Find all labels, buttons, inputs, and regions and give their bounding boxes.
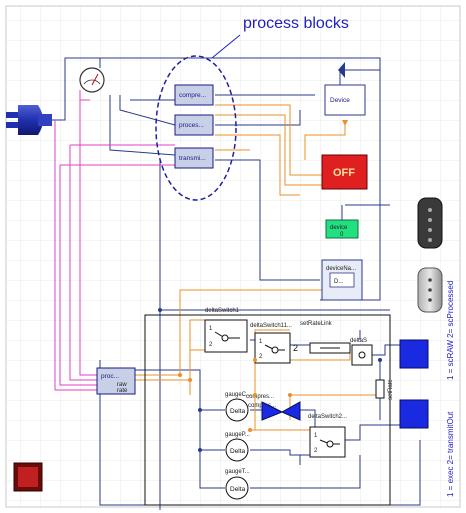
proc-block[interactable]: proc... raw rate: [96, 367, 136, 395]
compress-label-top: compres...: [246, 394, 274, 400]
proc-sub2: rate: [117, 388, 128, 394]
device-na-label: deviceNa...: [326, 266, 356, 272]
compress-block-label: compre...: [179, 92, 206, 99]
device-green-port: 0: [340, 232, 344, 238]
set-rate-link-label: setRateLink: [300, 321, 333, 327]
gauge-t-value: Delta: [230, 486, 246, 493]
output-square-2[interactable]: [399, 399, 429, 429]
output-square-1[interactable]: [399, 339, 429, 369]
side-label-top: 1 = scRAW 2= scProcessed: [446, 281, 455, 380]
delta-switch1-port2: 2: [209, 342, 213, 348]
compress-bowtie[interactable]: compres... compres...: [246, 394, 301, 421]
stop-indicator[interactable]: [13, 462, 43, 492]
proc-block-label: proc...: [101, 373, 119, 380]
off-switch-label: OFF: [333, 167, 355, 179]
delta-switch11[interactable]: deltaSwitch11... 1 2 2: [250, 323, 298, 364]
device-block[interactable]: Device: [324, 62, 366, 126]
delta-switch2-label: deltaSwitch2...: [308, 414, 347, 420]
device-na-block[interactable]: deviceNa... D...: [321, 259, 363, 301]
delta-switch2-port1: 1: [314, 433, 318, 439]
set-rate-label: setRate: [388, 379, 394, 400]
compress-block[interactable]: compre...: [174, 84, 214, 106]
gauge-p-label: gaugeP...: [225, 432, 250, 438]
device-green-block[interactable]: device 0: [325, 205, 359, 239]
wires-magenta: [54, 90, 220, 391]
delta-s-switch[interactable]: deltaS: [350, 338, 373, 366]
side-label-bottom: 1 = exec 2= transmitOut: [446, 411, 455, 497]
grid-area: [5, 5, 461, 508]
off-switch[interactable]: OFF: [321, 154, 368, 190]
process-blocks-ellipse: [155, 55, 237, 201]
gauge-t-label: gaugeT...: [225, 469, 250, 475]
delta-switch1-port1: 1: [209, 326, 213, 332]
delta-switch11-out: 2: [293, 343, 298, 353]
gauge-c-value: Delta: [230, 408, 246, 415]
set-rate-block[interactable]: setRate: [375, 379, 394, 400]
process-block[interactable]: proces...: [174, 114, 214, 136]
delta-switch11-label: deltaSwitch11...: [250, 323, 292, 329]
gauge-p-value: Delta: [230, 448, 246, 455]
delta-switch11-port1: 1: [259, 339, 263, 345]
proc-sub1: raw: [117, 382, 127, 388]
delta-switch11-port2: 2: [259, 354, 263, 360]
process-blocks-title: process blocks: [243, 15, 349, 32]
junction-dots: [178, 358, 292, 432]
delta-switch1[interactable]: deltaSwitch1 1 2: [204, 308, 248, 353]
title-pointer: [211, 34, 241, 59]
subsystem-frame: [144, 314, 391, 506]
gauge-icon[interactable]: [79, 67, 105, 93]
serial-connector-icon[interactable]: [417, 197, 443, 249]
gauge-p[interactable]: gaugeP... Delta: [225, 432, 250, 462]
plug-icon[interactable]: [6, 105, 52, 135]
gauge-c-label: gaugeC...: [225, 392, 251, 398]
delta-s-label: deltaS: [350, 338, 367, 344]
device-green-label: device: [330, 225, 348, 231]
set-rate-link[interactable]: setRateLink: [300, 321, 351, 354]
process-block-label: proces...: [179, 122, 204, 129]
delta-switch2-port2: 2: [314, 448, 318, 454]
transmit-block[interactable]: transmi...: [174, 147, 214, 169]
delta-switch1-label: deltaSwitch1: [205, 308, 240, 314]
junction-dots-blue: [158, 308, 382, 452]
delta-switch2[interactable]: deltaSwitch2... 1 2: [308, 414, 347, 458]
gauge-c[interactable]: gaugeC... Delta: [225, 392, 251, 422]
gauge-t[interactable]: gaugeT... Delta: [225, 469, 250, 500]
device-na-inner: D...: [334, 279, 344, 285]
serial-port-icon[interactable]: [417, 267, 443, 313]
device-block-label: Device: [330, 97, 350, 104]
transmit-block-label: transmi...: [179, 155, 206, 162]
